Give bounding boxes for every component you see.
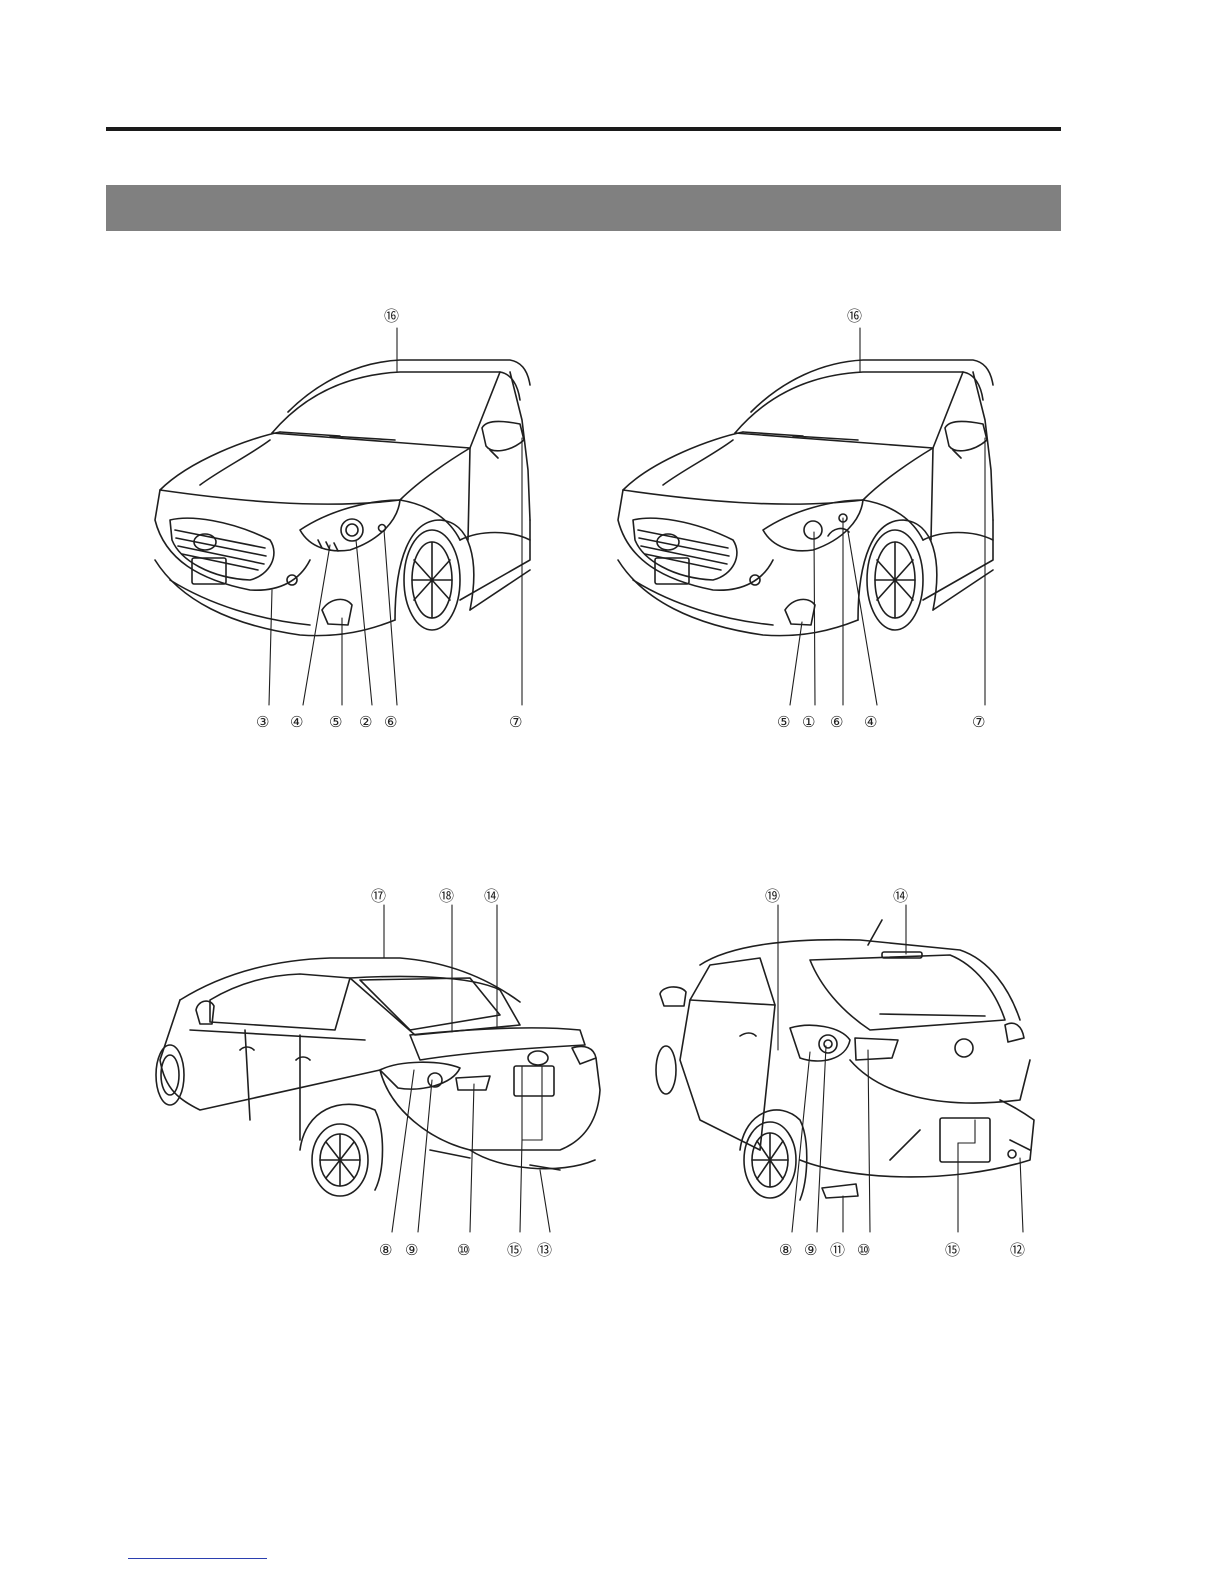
front-hatchback-leaders <box>790 328 985 705</box>
front-sedan-drawing <box>155 360 530 636</box>
callout: ⑤ <box>329 713 342 731</box>
callout: ④ <box>290 713 303 731</box>
callout: ⑧ <box>379 1241 392 1259</box>
callout: ⑩ <box>857 1241 870 1259</box>
callout: ⑭ <box>484 887 499 905</box>
callout: ③ <box>256 713 269 731</box>
callout-labels: ⑯ ③ ④ ⑤ ② ⑥ ⑦ ⑯ ⑤ ① ⑥ ④ ⑦ ⑰ ⑱ ⑭ ⑧ ⑨ ⑩ ⑮ … <box>256 307 1025 1259</box>
callout: ⑱ <box>439 887 454 905</box>
callout: ⑨ <box>804 1241 817 1259</box>
rear-sedan-drawing <box>156 958 600 1196</box>
callout: ⑮ <box>945 1241 960 1259</box>
rear-hatchback-leaders <box>778 905 1023 1232</box>
callout: ⑦ <box>972 713 985 731</box>
callout: ⑬ <box>537 1241 552 1259</box>
rear-sedan-leaders <box>384 905 550 1232</box>
callout: ⑯ <box>384 307 399 325</box>
callout: ⑨ <box>405 1241 418 1259</box>
callout: ⑧ <box>779 1241 792 1259</box>
front-hatchback-drawing <box>618 360 993 636</box>
callout: ⑥ <box>384 713 397 731</box>
rear-hatchback-drawing <box>656 920 1034 1200</box>
callout: ② <box>359 713 372 731</box>
callout: ⑲ <box>765 887 780 905</box>
callout: ⑭ <box>893 887 908 905</box>
callout: ⑰ <box>371 887 386 905</box>
callout: ⑦ <box>509 713 522 731</box>
callout: ⑥ <box>830 713 843 731</box>
callout: ① <box>802 713 815 731</box>
callout: ⑯ <box>847 307 862 325</box>
callout: ④ <box>864 713 877 731</box>
callout: ⑤ <box>777 713 790 731</box>
callout: ⑫ <box>1010 1241 1025 1259</box>
footer-link-underline[interactable] <box>128 1558 267 1559</box>
callout: ⑮ <box>507 1241 522 1259</box>
callout: ⑪ <box>830 1241 845 1259</box>
callout: ⑩ <box>457 1241 470 1259</box>
